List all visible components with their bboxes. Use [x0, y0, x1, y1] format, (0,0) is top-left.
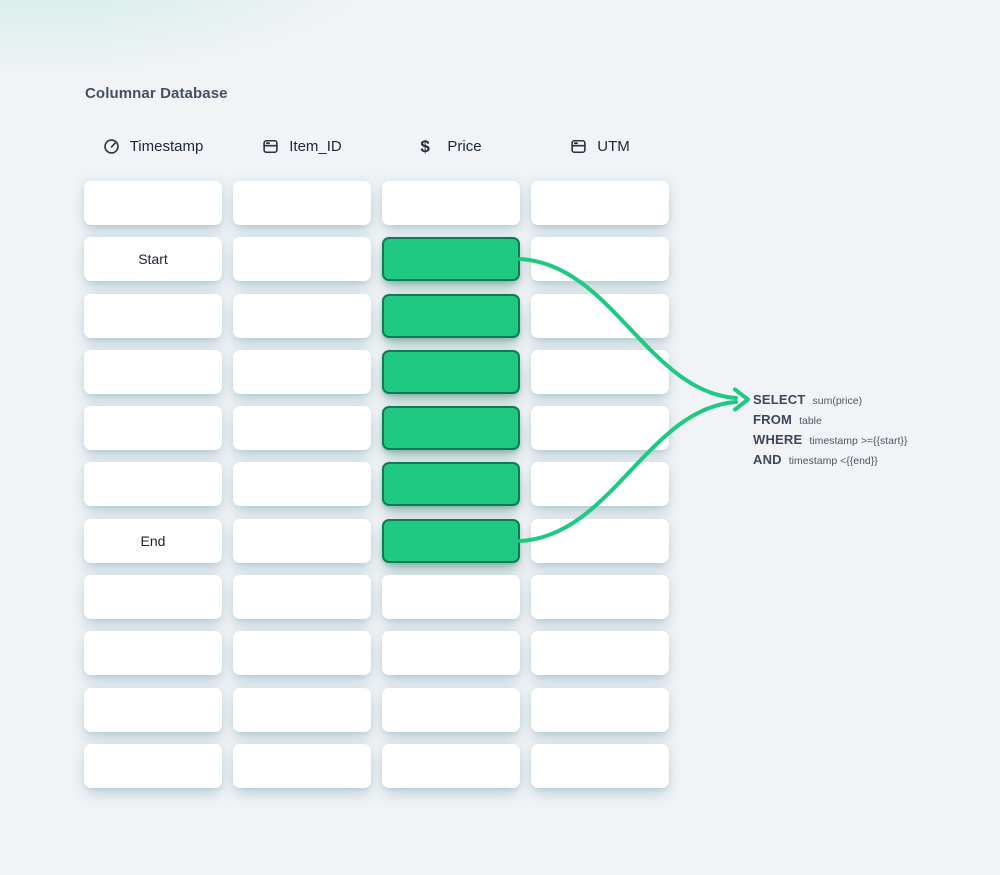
cell: [531, 575, 669, 620]
cell: [233, 237, 371, 282]
cell: [84, 687, 222, 732]
cell: [84, 743, 222, 788]
sql-line-where: WHERE timestamp >={{start}}: [753, 432, 907, 452]
sql-keyword: AND: [753, 452, 782, 467]
highlighted-cell: [382, 462, 520, 507]
gauge-icon: [103, 138, 120, 155]
sql-line-select: SELECT sum(price): [753, 392, 907, 412]
column-header-row: Timestamp Item_ID $ Price: [84, 132, 669, 160]
cell: [531, 349, 669, 394]
end-cell: End: [84, 518, 222, 563]
cell: [531, 687, 669, 732]
column-header-utm: UTM: [531, 132, 669, 160]
arrowhead-icon: [733, 387, 750, 412]
cell: [233, 181, 371, 225]
server-icon: [262, 138, 279, 155]
cell: [382, 743, 520, 788]
column-header-timestamp: Timestamp: [84, 132, 222, 160]
column-header-label: Price: [447, 137, 482, 155]
cell: [84, 349, 222, 394]
cell: [382, 687, 520, 732]
cell: [233, 349, 371, 394]
cell: [531, 293, 669, 338]
cell: [531, 631, 669, 676]
sql-keyword: FROM: [753, 412, 793, 427]
highlighted-cell: [382, 237, 520, 282]
cell: [531, 406, 669, 451]
cell: [233, 743, 371, 788]
sql-line-from: FROM table: [753, 412, 907, 432]
cell: [84, 462, 222, 507]
cell: [233, 293, 371, 338]
highlighted-cell: [382, 518, 520, 563]
server-icon: [570, 138, 587, 155]
cell: [233, 462, 371, 507]
cell: [84, 631, 222, 676]
cell: [531, 462, 669, 507]
sql-keyword: WHERE: [753, 432, 803, 447]
cell: [233, 575, 371, 620]
sql-keyword: SELECT: [753, 392, 806, 407]
cell: [233, 687, 371, 732]
sql-argument: timestamp <{{end}}: [788, 455, 878, 467]
column-header-item-id: Item_ID: [233, 132, 371, 160]
cell: [382, 181, 520, 225]
cell: [531, 237, 669, 282]
highlighted-cell: [382, 406, 520, 451]
column-header-label: Timestamp: [129, 137, 204, 155]
sql-argument: table: [799, 415, 822, 427]
dollar-icon: $: [420, 136, 430, 156]
cell: [531, 518, 669, 563]
cell: [84, 575, 222, 620]
cell: [531, 181, 669, 225]
cell: [233, 518, 371, 563]
column-header-label: UTM: [597, 137, 630, 155]
highlighted-cell: [382, 293, 520, 338]
start-cell: Start: [84, 237, 222, 282]
column-header-label: Item_ID: [289, 137, 342, 155]
sql-argument: timestamp >={{start}}: [809, 435, 908, 447]
column-header-price: $ Price: [382, 132, 520, 160]
sql-query-block: SELECT sum(price) FROM table WHERE times…: [753, 392, 907, 472]
cell: [531, 743, 669, 788]
cell: [233, 631, 371, 676]
cell: [84, 293, 222, 338]
cell: [382, 631, 520, 676]
highlighted-cell: [382, 349, 520, 394]
cell: [382, 575, 520, 620]
page-title: Columnar Database: [85, 85, 228, 102]
cell: [84, 181, 222, 225]
cell: [233, 406, 371, 451]
cell: [84, 406, 222, 451]
sql-argument: sum(price): [812, 395, 863, 407]
sql-line-and: AND timestamp <{{end}}: [753, 452, 907, 472]
